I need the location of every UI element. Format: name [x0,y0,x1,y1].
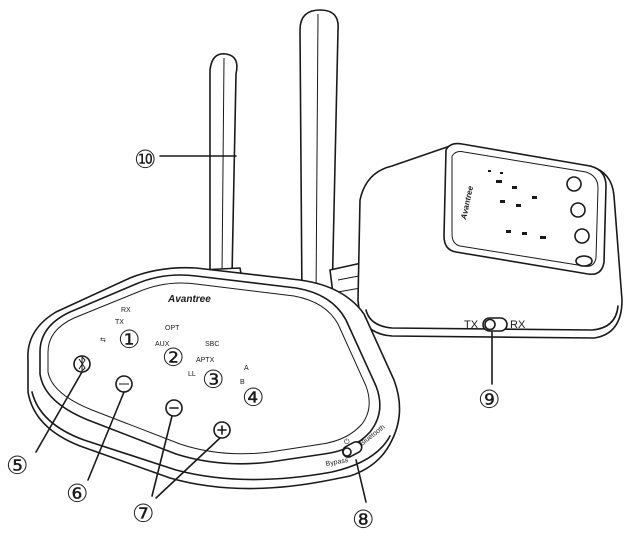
front-brand-logo: Avantree [167,294,211,305]
volume-down-button[interactable] [165,399,183,417]
back-button-2[interactable] [570,202,586,218]
device-a-label: A [244,365,249,372]
power-icon: ⏻ [344,438,350,446]
callout-5: ⑤ [6,451,28,480]
mute-button[interactable] [115,375,133,393]
rx-mode-label: RX [121,307,131,314]
back-button-3[interactable] [574,228,590,244]
front-unit: Avantree RX TX ⇆ OPT AUX SBC APTX LL A B… [27,53,401,490]
back-panel-markings [488,170,546,239]
ll-label: LL [188,371,196,378]
callout-8: ⑧ [352,505,374,534]
callout-7: ⑦ [132,499,154,528]
indicator-3: ③ [202,365,224,394]
tx-mode-label: TX [115,319,124,326]
leader-lines [35,155,493,503]
back-button-4[interactable] [575,255,593,267]
callout-10: ⑩ [134,145,156,174]
back-unit-body: Avantree [357,142,623,339]
volume-up-button[interactable] [213,421,231,439]
indicator-2: ② [162,343,184,372]
indicator-1: ① [118,325,140,354]
tx-rx-switch[interactable]: TX RX [464,317,526,332]
tx-label: TX [464,319,479,331]
bypass-label: Bypass [325,457,349,468]
indicator-4: ④ [242,383,264,412]
callout-6: ⑥ [66,479,88,508]
bluetooth-button[interactable] [73,355,91,373]
opt-label: OPT [165,325,180,332]
sbc-label: SBC [205,341,219,348]
pair-icon: ⇆ [100,337,106,344]
front-unit-body [27,266,401,490]
rx-label: RX [510,319,526,331]
front-panel-labels: Avantree RX TX ⇆ OPT AUX SBC APTX LL A B [100,294,249,386]
back-button-1[interactable] [566,176,582,192]
front-buttons [73,355,231,439]
front-antenna [199,53,245,293]
aux-label: AUX [155,341,170,348]
indicator-numbers: ① ② ③ ④ [118,325,264,412]
aptx-label: APTX [196,357,215,364]
callout-numbers: ⑩ ⑤ ⑥ ⑦ ⑧ ⑨ [6,145,500,534]
device-b-label: B [240,379,245,386]
back-unit: Avantree TX RX [299,9,623,339]
callout-9: ⑨ [478,385,500,414]
